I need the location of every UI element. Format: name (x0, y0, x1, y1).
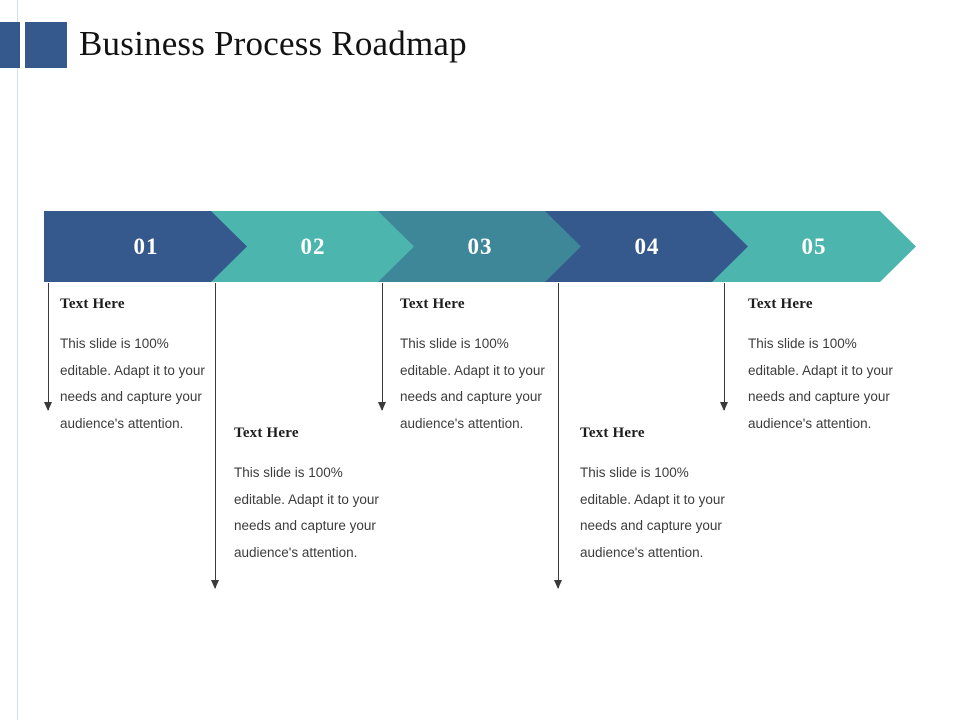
text-column-5: Text Here This slide is 100% editable. A… (748, 296, 900, 437)
connector-arrow-2 (211, 283, 219, 589)
chevron-step-1-number: 01 (133, 233, 159, 259)
connector-arrow-4 (554, 283, 562, 589)
connector-arrow-1 (44, 283, 52, 411)
header-accent-block-small (0, 22, 20, 68)
text-column-3-body: This slide is 100% editable. Adapt it to… (400, 336, 545, 431)
left-vertical-rule (17, 0, 18, 720)
chevron-step-4-number: 04 (634, 233, 660, 259)
text-column-1-heading: Text Here (60, 296, 125, 312)
chevron-step-5-number: 05 (801, 233, 827, 259)
text-column-4-heading: Text Here (580, 425, 645, 441)
text-column-2-heading: Text Here (234, 425, 299, 441)
connector-arrow-3 (378, 283, 386, 411)
text-column-3: Text Here This slide is 100% editable. A… (400, 296, 552, 437)
text-column-3-heading: Text Here (400, 296, 465, 312)
connector-arrow-5 (720, 283, 728, 411)
text-column-1: Text Here This slide is 100% editable. A… (60, 296, 212, 437)
text-column-5-body: This slide is 100% editable. Adapt it to… (748, 336, 893, 431)
chevron-step-1[interactable]: 01 (44, 211, 248, 282)
text-column-4-body: This slide is 100% editable. Adapt it to… (580, 465, 725, 560)
text-column-1-body: This slide is 100% editable. Adapt it to… (60, 336, 205, 431)
text-column-5-heading: Text Here (748, 296, 813, 312)
header-accent-block-large (25, 22, 67, 68)
text-column-2: Text Here This slide is 100% editable. A… (234, 425, 386, 566)
process-chevron-band: 01 02 03 04 05 (44, 211, 916, 282)
chevron-step-2-number: 02 (300, 233, 326, 259)
text-column-2-body: This slide is 100% editable. Adapt it to… (234, 465, 379, 560)
text-column-4: Text Here This slide is 100% editable. A… (580, 425, 732, 566)
chevron-step-5[interactable]: 05 (712, 211, 916, 282)
page-title: Business Process Roadmap (79, 24, 467, 63)
chevron-step-3-number: 03 (467, 233, 493, 259)
